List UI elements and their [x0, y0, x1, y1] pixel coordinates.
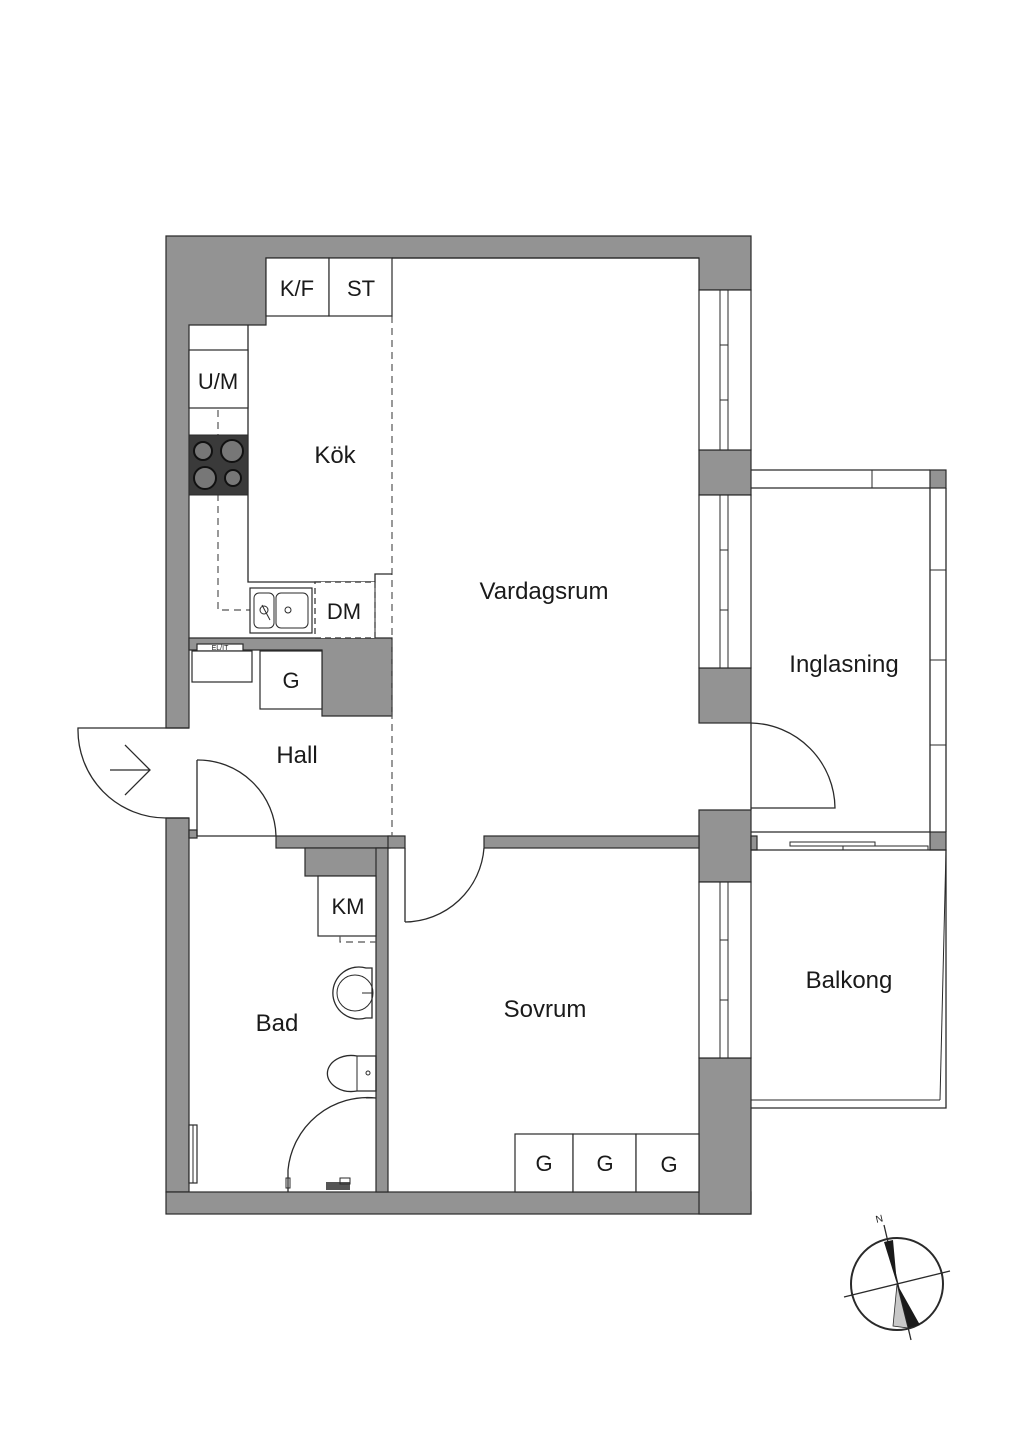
wall-bedroom-door-jamb	[387, 835, 406, 849]
wall-bath-bedroom	[375, 847, 389, 1193]
label-bedroom-wardrobe-3: G	[660, 1152, 677, 1177]
compass-needle-light	[892, 1283, 909, 1329]
label-bedroom-wardrobe-2: G	[596, 1151, 613, 1176]
shower-curtain	[287, 1096, 377, 1192]
wall-pier-middle	[698, 667, 752, 724]
label-dishwasher: DM	[327, 599, 361, 624]
floor-drain	[326, 1182, 350, 1190]
compass-ring	[850, 1237, 944, 1331]
room-label-bath: Bad	[256, 1010, 299, 1037]
wall-bath-top	[275, 835, 391, 849]
sink	[249, 587, 313, 634]
windows	[698, 289, 752, 1059]
glazing-post-top	[929, 469, 947, 489]
label-electrical-panel: EL/IT	[212, 645, 229, 652]
compass-needle-north	[884, 1240, 897, 1284]
label-hall-wardrobe: G	[282, 668, 299, 693]
wall-bottom	[165, 1191, 752, 1215]
window-kitchen	[698, 289, 752, 451]
bath-fixtures	[188, 875, 377, 1192]
dishwasher	[314, 581, 376, 639]
bedroom-wardrobe-3	[635, 1133, 700, 1193]
label-washing-machine: KM	[332, 894, 365, 919]
glazing-post-bottom	[929, 831, 947, 851]
storage-cabinet	[328, 257, 393, 317]
kitchen-fixtures	[188, 257, 393, 710]
wall-glazing-corner	[750, 835, 758, 851]
label-microwave-oven: U/M	[198, 369, 238, 394]
compass-north-label: N	[875, 1213, 885, 1225]
compass: N	[843, 1213, 951, 1341]
wall-top	[165, 235, 752, 729]
label-fridge-freezer: K/F	[280, 276, 314, 301]
room-label-hall: Hall	[276, 742, 317, 769]
room-label-kitchen: Kök	[314, 442, 356, 469]
wall-kitchen-shaft	[188, 637, 393, 717]
room-label-bedroom: Sovrum	[504, 996, 587, 1023]
wash-basin	[332, 966, 373, 1020]
walls	[165, 235, 947, 1215]
washing-machine	[317, 875, 377, 937]
compass-needle-dark	[897, 1284, 920, 1328]
window-living	[698, 494, 752, 669]
bedroom-wardrobe-2	[572, 1133, 637, 1193]
wall-bath-shaft	[304, 847, 388, 877]
wall-pier-bedroom	[698, 809, 752, 883]
fixture-labels: K/F ST U/M DM EL/IT G KM G G G	[198, 276, 678, 1177]
wall-right-lower	[698, 1057, 752, 1215]
bedroom-door	[404, 847, 485, 923]
room-labels: Kök Vardagsrum Inglasning Hall Bad Sovru…	[256, 442, 899, 1037]
wall-pier-upper	[698, 449, 752, 496]
doors	[77, 722, 836, 923]
wall-hall-bath	[188, 829, 198, 839]
fridge-freezer	[265, 257, 330, 317]
label-bedroom-wardrobe-1: G	[535, 1151, 552, 1176]
room-label-balcony: Balkong	[806, 967, 893, 994]
bath-door	[196, 759, 277, 837]
room-label-living: Vardagsrum	[480, 578, 609, 605]
bedroom-fixtures	[514, 1133, 700, 1193]
entry-door	[77, 727, 167, 819]
hall-shelf	[191, 650, 253, 683]
hall-wardrobe	[259, 650, 323, 710]
room-label-glazing: Inglasning	[789, 651, 898, 678]
microwave-oven	[188, 349, 249, 409]
wall-living-bedroom	[483, 835, 700, 849]
toilet	[326, 1054, 377, 1093]
glazing-door	[750, 722, 836, 809]
window-bedroom	[698, 881, 752, 1059]
label-storage: ST	[347, 276, 375, 301]
wall-left-lower	[165, 817, 190, 1193]
